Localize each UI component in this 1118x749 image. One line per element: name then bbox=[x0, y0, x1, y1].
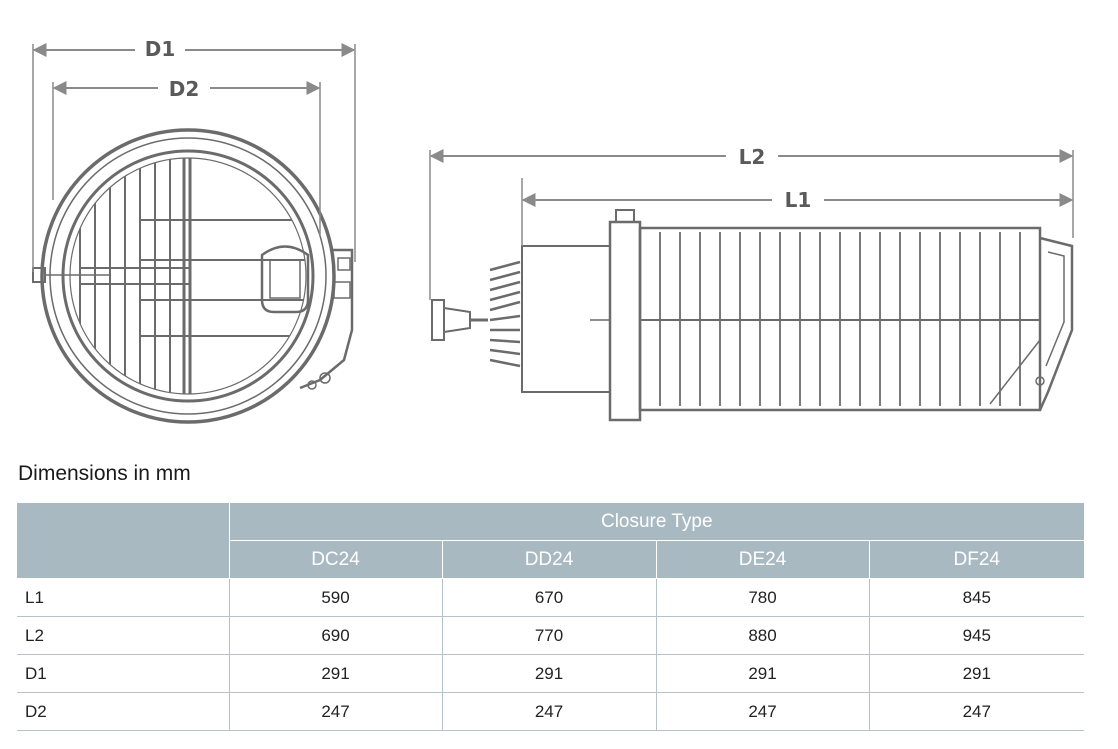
table-cell: 690 bbox=[228, 616, 442, 655]
table-corner-cell bbox=[17, 503, 229, 579]
column-header-df24: DF24 bbox=[868, 540, 1085, 579]
table-cell: 880 bbox=[655, 616, 869, 655]
table-cell: 590 bbox=[228, 578, 442, 617]
row-label: L1 bbox=[17, 578, 229, 617]
table-cell: 291 bbox=[868, 654, 1085, 693]
label-l1: L1 bbox=[785, 188, 812, 212]
row-label: D1 bbox=[17, 654, 229, 693]
closure-type-header: Closure Type bbox=[228, 503, 1085, 541]
dimension-d2: D2 bbox=[52, 77, 321, 236]
front-view bbox=[32, 128, 354, 424]
table-cell: 291 bbox=[441, 654, 656, 693]
column-header-dc24: DC24 bbox=[228, 540, 442, 579]
table-row: D2 247 247 247 247 bbox=[17, 692, 1085, 731]
row-label: D2 bbox=[17, 692, 229, 731]
dimensions-caption: Dimensions in mm bbox=[18, 462, 191, 485]
row-label: L2 bbox=[17, 616, 229, 655]
table-row: L2 690 770 880 945 bbox=[17, 616, 1085, 655]
side-view bbox=[431, 209, 1074, 422]
table-cell: 247 bbox=[868, 692, 1085, 731]
column-header-dd24: DD24 bbox=[441, 540, 656, 579]
table-row: D1 291 291 291 291 bbox=[17, 654, 1085, 693]
label-d1: D1 bbox=[145, 37, 176, 61]
table-cell: 247 bbox=[228, 692, 442, 731]
dimension-l2: L2 bbox=[429, 145, 1074, 300]
table-cell: 670 bbox=[441, 578, 656, 617]
table-cell: 247 bbox=[655, 692, 869, 731]
closure-technical-drawing: D1 D2 bbox=[32, 37, 1074, 424]
table-cell: 291 bbox=[655, 654, 869, 693]
table-cell: 780 bbox=[655, 578, 869, 617]
table-cell: 845 bbox=[868, 578, 1085, 617]
label-d2: D2 bbox=[169, 77, 200, 101]
column-header-de24: DE24 bbox=[655, 540, 869, 579]
dimension-d1: D1 bbox=[32, 37, 356, 272]
table-cell: 945 bbox=[868, 616, 1085, 655]
table-cell: 770 bbox=[441, 616, 656, 655]
dimensions-table: Closure Type DC24 DD24 DE24 DF24 L1 590 … bbox=[17, 503, 1085, 731]
label-l2: L2 bbox=[739, 145, 766, 169]
dimension-l1: L1 bbox=[521, 178, 1074, 246]
table-cell: 247 bbox=[441, 692, 656, 731]
table-row: L1 590 670 780 845 bbox=[17, 578, 1085, 617]
table-cell: 291 bbox=[228, 654, 442, 693]
